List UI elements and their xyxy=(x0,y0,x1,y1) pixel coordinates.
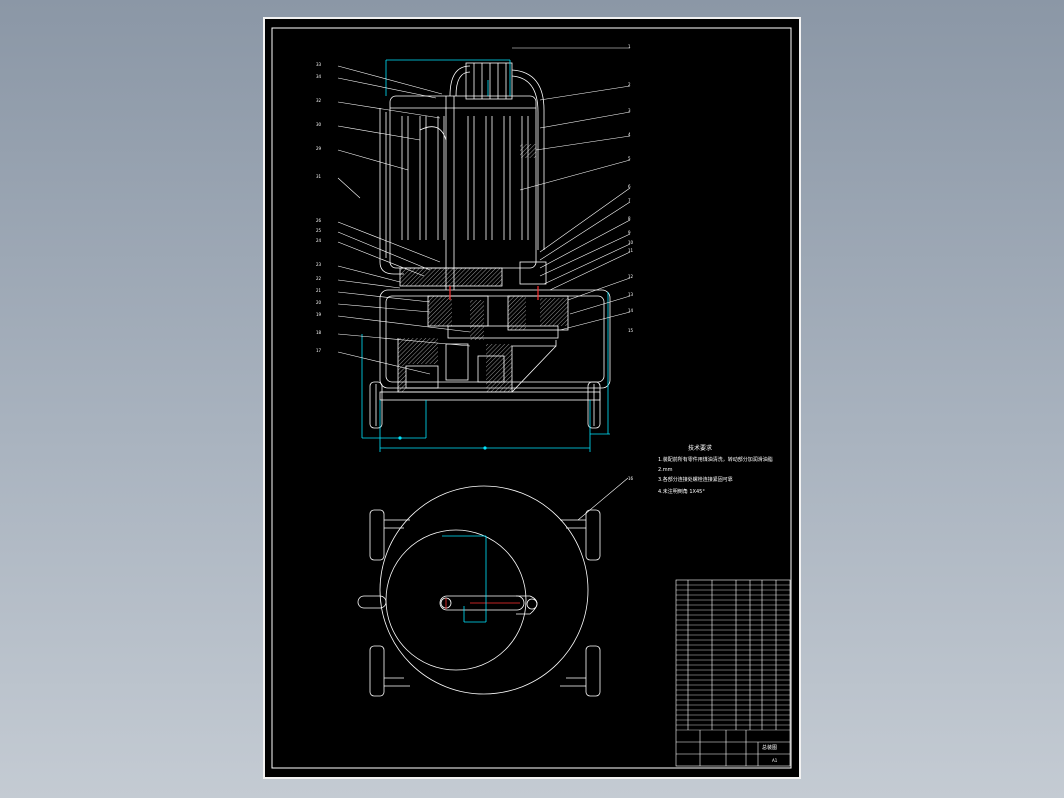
notes-title: 技术要求 xyxy=(688,444,712,452)
callout: 29 xyxy=(316,146,322,151)
callout: 24 xyxy=(316,238,322,243)
inner-border xyxy=(271,27,792,769)
callout: 5 xyxy=(628,156,631,161)
callout: 1 xyxy=(628,44,631,49)
callout: 23 xyxy=(316,262,322,267)
callout: 14 xyxy=(628,308,634,313)
title-block xyxy=(676,730,790,766)
callout: 4 xyxy=(628,132,631,137)
callout: 10 xyxy=(628,240,634,245)
callout: 9 xyxy=(628,230,631,235)
callout: 30 xyxy=(316,122,322,127)
front-dimensions xyxy=(361,59,610,452)
dim-marker xyxy=(398,436,402,440)
callout: 26 xyxy=(316,218,322,223)
leader-lines xyxy=(337,47,631,521)
callout: 16 xyxy=(628,476,634,481)
drawing-name: 总装图 xyxy=(762,744,777,751)
note-line: 2.mm xyxy=(658,467,673,473)
dim-marker xyxy=(483,446,487,450)
callout: 21 xyxy=(316,288,322,293)
callout: 18 xyxy=(316,330,322,335)
technical-notes: 技术要求 1.装配前所有零件用煤油清洗，转动部分加润滑油脂 2.mm 3.各部分… xyxy=(658,444,773,495)
callout: 11 xyxy=(628,248,634,253)
callout: 2 xyxy=(628,82,631,87)
front-view xyxy=(369,62,611,429)
callout: 32 xyxy=(316,98,322,103)
callout: 6 xyxy=(628,184,631,189)
callout: 15 xyxy=(628,328,634,333)
plan-center-lines xyxy=(445,598,520,609)
note-line: 3.各部分连接处螺栓连接紧固可靠 xyxy=(658,476,733,483)
callout: 8 xyxy=(628,216,631,221)
callout-labels-left: 33 34 32 30 29 31 26 25 24 23 22 21 20 1… xyxy=(316,62,322,353)
callout: 34 xyxy=(316,74,322,79)
callout: 20 xyxy=(316,300,322,305)
callout: 31 xyxy=(316,174,322,179)
shaft-highlight xyxy=(449,286,539,300)
note-line: 1.装配前所有零件用煤油清洗，转动部分加润滑油脂 xyxy=(658,456,773,463)
callout: 13 xyxy=(628,292,634,297)
note-line: 4.未注明倒角 1X45° xyxy=(658,488,705,495)
hatched-sections xyxy=(398,144,568,392)
callout: 3 xyxy=(628,108,631,113)
parts-list-rows xyxy=(676,584,790,731)
callout: 33 xyxy=(316,62,322,67)
callout: 22 xyxy=(316,276,322,281)
callout: 25 xyxy=(316,228,322,233)
callout: 17 xyxy=(316,348,322,353)
parts-list xyxy=(675,579,791,767)
plan-view xyxy=(357,485,601,697)
callout: 12 xyxy=(628,274,634,279)
callout: 19 xyxy=(316,312,322,317)
sheet-size: A1 xyxy=(772,758,778,763)
callout: 7 xyxy=(628,198,631,203)
plan-dimensions xyxy=(442,535,487,623)
callout-labels-right: 1 2 3 4 5 6 7 8 9 10 11 12 13 14 15 xyxy=(628,44,634,333)
